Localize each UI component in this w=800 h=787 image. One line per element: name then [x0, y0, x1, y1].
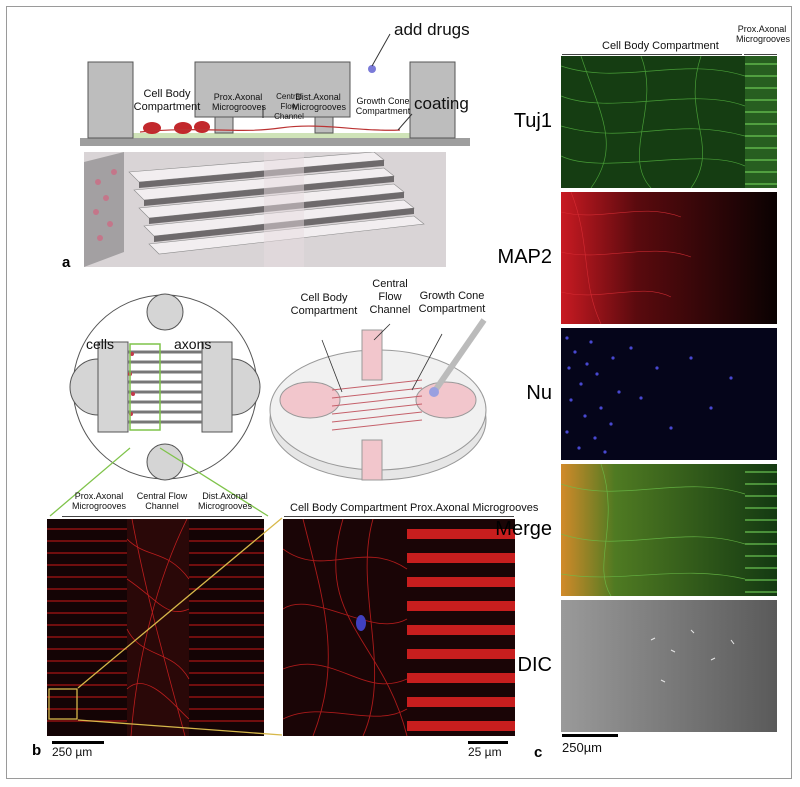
c-merge-image [561, 464, 777, 596]
c-tuj1-image [561, 56, 777, 188]
figure-frame [6, 6, 792, 779]
c-row-label-map2: MAP2 [497, 246, 552, 268]
a-dist-label: Dist.Axonal Microgrooves [292, 92, 347, 112]
b-left-header-bracket [62, 516, 262, 517]
b-right-scalebar [468, 741, 508, 744]
panel-b-top-view-schematic [69, 293, 261, 481]
c-row-label-dic: DIC [517, 654, 552, 676]
panel-a-cross-section [80, 33, 470, 146]
b-right-header-bracket [284, 516, 514, 517]
c-scalebar [562, 734, 618, 737]
b-right-header-prox: Prox.Axonal Microgrooves [410, 502, 539, 514]
panel-b-letter: b [32, 742, 42, 759]
panel-a-microgroove-render [84, 152, 446, 267]
panel-b-3d-dish [269, 318, 487, 481]
b-cell-body-3d-label: Cell Body Compartment [290, 292, 358, 317]
panel-a-letter: a [62, 254, 71, 271]
a-central-label: Central Flow Channel [274, 92, 304, 121]
yellow-zoom-lines [77, 517, 283, 736]
axons-label: axons [174, 336, 212, 352]
a-growth-cone-label: Growth Cone Compartment [355, 96, 411, 116]
c-header-prox: Prox.Axonal Microgrooves [736, 24, 791, 44]
add-drugs-label: add drugs [394, 20, 470, 39]
b-central-flow-3d-label: Central Flow Channel [369, 278, 411, 316]
c-map2-image [561, 192, 777, 324]
a-cell-body-label: Cell Body Compartment [133, 88, 201, 113]
b-left-header-dist: Dist.Axonal Microgrooves [197, 491, 253, 511]
c-row-label-nu: Nu [526, 382, 552, 404]
b-right-micrograph [283, 519, 515, 736]
b-growth-cone-3d-label: Growth Cone Compartment [418, 290, 486, 315]
coating-label: coating [414, 94, 469, 113]
b-left-header-central: Central Flow Channel [136, 491, 188, 511]
b-right-header-cell-body: Cell Body Compartment [290, 502, 407, 514]
c-row-label-tuj1: Tuj1 [513, 110, 552, 132]
panel-c-letter: c [534, 744, 543, 761]
b-right-scale-label: 25 µm [468, 745, 502, 759]
c-header-cell-body: Cell Body Compartment [602, 40, 719, 52]
cells-label: cells [86, 336, 115, 352]
c-scale-label: 250µm [562, 740, 603, 755]
green-zoom-lines [49, 447, 269, 517]
c-row-label-merge: Merge [495, 518, 552, 540]
c-nu-image [561, 328, 777, 460]
b-left-header-prox: Prox.Axonal Microgrooves [71, 491, 127, 511]
c-header-bracket-cell-body [562, 54, 742, 55]
b-left-scale-label: 250 µm [52, 745, 93, 759]
c-header-bracket-prox [744, 54, 777, 55]
a-prox-label: Prox.Axonal Microgrooves [212, 92, 267, 112]
b-left-micrograph [47, 519, 264, 736]
b-left-scalebar [52, 741, 104, 744]
c-dic-image [561, 600, 777, 732]
